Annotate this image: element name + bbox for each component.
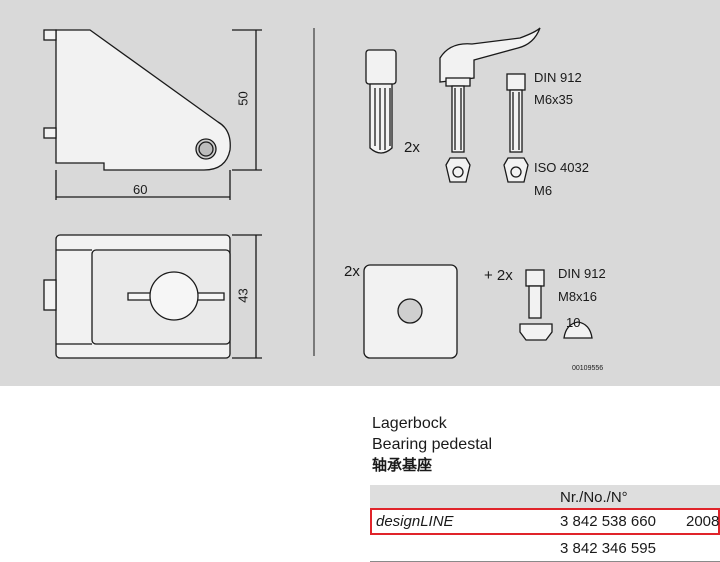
m6-label: M6 — [534, 183, 553, 198]
qty-plate-label: 2x — [344, 263, 360, 280]
din912-b-label: DIN 912 — [558, 266, 606, 281]
table-header: Nr./No./N° — [370, 485, 720, 508]
product-name-zh: 轴承基座 — [372, 456, 433, 474]
row-part-number: 3 842 346 595 — [560, 540, 656, 557]
table-row: 3 842 346 595 — [370, 535, 720, 562]
order-number-table: Nr./No./N° designLINE 3 842 538 660 2008… — [370, 485, 720, 562]
table-header-number: Nr./No./N° — [560, 489, 628, 506]
table-row: designLINE 3 842 538 660 2008 — [370, 508, 720, 535]
product-title: Lagerbock Bearing pedestal 轴承基座 — [372, 413, 492, 476]
m8x16-label: M8x16 — [558, 289, 598, 304]
qty-pins-label: 2x — [404, 139, 420, 156]
m6x35-label: M6x35 — [534, 92, 574, 107]
product-name-de: Lagerbock — [372, 415, 447, 432]
qty-screw-label: + 2x — [484, 267, 513, 284]
din912-a-label: DIN 912 — [534, 70, 582, 85]
drawing-code: 00109556 — [572, 365, 604, 372]
dim-10-label: 10 — [566, 315, 581, 330]
dim-depth-label: 43 — [235, 288, 251, 303]
row-product-line: designLINE — [376, 513, 454, 530]
dim-height-label: 50 — [235, 91, 251, 106]
dim-width-label: 60 — [133, 182, 148, 197]
row-part-number: 3 842 538 660 — [560, 513, 656, 530]
technical-drawing: 50 60 43 2x DIN 912 M6x35 ISO 4032 M6 2x… — [0, 0, 720, 386]
row-year: 2008 — [686, 513, 720, 530]
iso4032-label: ISO 4032 — [534, 160, 589, 175]
product-name-en: Bearing pedestal — [372, 436, 493, 453]
drawing-linework — [43, 27, 593, 359]
